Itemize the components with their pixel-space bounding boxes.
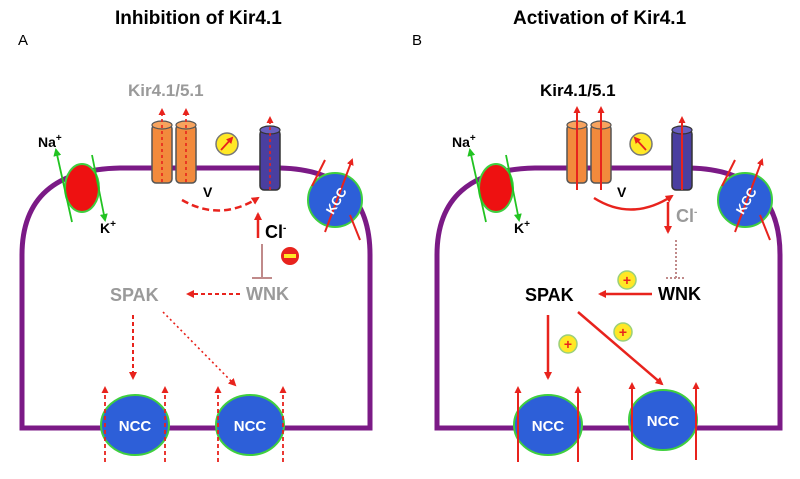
spak-to-ncc-right-arrow <box>162 311 237 387</box>
svg-text:+: + <box>619 324 627 340</box>
spak-label: SPAK <box>110 285 159 305</box>
kir-channel-label: Kir4.1/5.1 <box>128 81 204 100</box>
activate-badge-icon: + <box>617 270 637 290</box>
activate-badge-icon-left: + <box>558 334 578 354</box>
kir-channel-orange <box>151 108 197 184</box>
ncc-transporter-right-b <box>628 382 700 460</box>
na-k-pump <box>53 148 108 223</box>
inhibit-badge-icon <box>281 247 299 265</box>
voltage-meter-icon-b <box>629 132 653 156</box>
panel-a: A Inhibition of Kir4.1 Kir4.1/5.1 V <box>18 8 373 462</box>
panel-b-letter: B <box>412 32 422 49</box>
cl-label-b: Cl- <box>676 206 697 226</box>
na-label-b: Na+ <box>452 133 476 150</box>
panel-a-title: Inhibition of Kir4.1 <box>115 8 282 29</box>
panel-b: B Activation of Kir4.1 Kir4.1/5.1 V <box>412 8 783 462</box>
svg-text:+: + <box>623 272 631 288</box>
k-label: K+ <box>100 219 116 236</box>
wnk-label: WNK <box>246 284 289 304</box>
voltage-arrow-b <box>593 194 674 211</box>
kcc-transporter <box>307 158 363 241</box>
svg-text:+: + <box>564 336 572 352</box>
ncc-left-label: NCC <box>119 418 152 435</box>
panel-a-letter: A <box>18 32 28 49</box>
kir-channel-label-b: Kir4.1/5.1 <box>540 81 616 100</box>
k-label-b: K+ <box>514 219 530 236</box>
ncc-right-label: NCC <box>234 418 267 435</box>
ncc-transporter-left-b <box>513 386 583 462</box>
voltage-arrow <box>181 196 260 212</box>
na-k-pump-b <box>467 148 522 223</box>
activate-badge-icon-right: + <box>613 322 633 342</box>
voltage-label: V <box>203 184 213 200</box>
spak-to-ncc-right-arrow-b <box>577 311 664 386</box>
cl-channel-purple <box>259 116 281 191</box>
ncc-right-label-b: NCC <box>647 413 680 430</box>
ncc-transporter-left <box>100 386 170 462</box>
na-label: Na+ <box>38 133 62 150</box>
kir-channel-orange-b <box>566 106 612 190</box>
spak-label-b: SPAK <box>525 285 574 305</box>
ncc-transporter-right <box>214 386 287 462</box>
voltage-label-b: V <box>617 184 627 200</box>
panel-b-title: Activation of Kir4.1 <box>513 8 687 29</box>
ncc-left-label-b: NCC <box>532 418 565 435</box>
cl-label: Cl- <box>265 222 286 242</box>
cl-channel-purple-b <box>671 116 693 191</box>
wnk-label-b: WNK <box>658 284 701 304</box>
kcc-transporter-b <box>717 158 773 241</box>
voltage-meter-icon <box>215 132 239 156</box>
